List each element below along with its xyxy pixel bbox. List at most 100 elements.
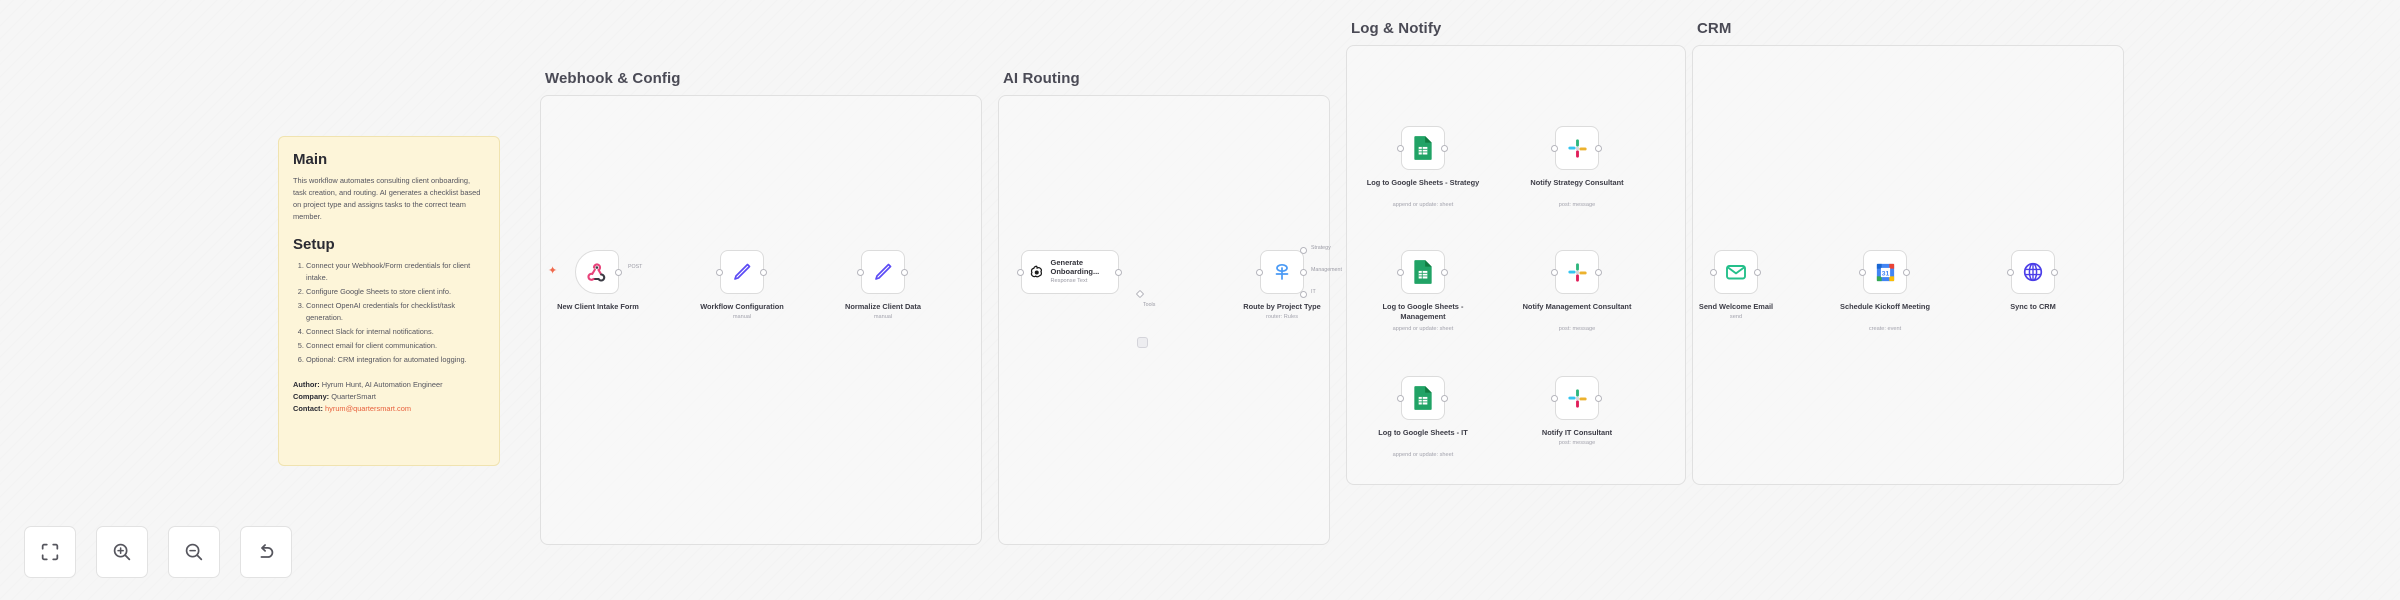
node-label-notify-it-consultant: Notify IT Consultant (1541, 428, 1613, 437)
author-label: Author: (293, 379, 320, 389)
node-label-send-welcome-email: Send Welcome Email (1698, 302, 1774, 311)
port-switch-out-management[interactable] (1300, 268, 1307, 276)
port-crm-out[interactable] (2051, 268, 2058, 276)
zoom-out-button[interactable] (168, 526, 220, 578)
port-calendar-out[interactable] (1903, 268, 1910, 276)
port-calendar-in[interactable] (1859, 268, 1866, 276)
port-email-in[interactable] (1710, 268, 1717, 276)
port-switch-out-it[interactable] (1300, 290, 1307, 298)
slack-icon (1567, 388, 1587, 408)
group-ai-routing[interactable]: AI Routing (998, 70, 1330, 545)
node-label-notify-management-consultant: Notify Management Consultant (1522, 302, 1632, 311)
group-webhook-config[interactable]: Webhook & Config (540, 70, 982, 545)
connection-edges (0, 0, 300, 150)
fit-screen-icon (41, 543, 59, 561)
node-notify-it-consultant[interactable] (1555, 376, 1599, 420)
node-log-to-google-sheets-management[interactable] (1401, 250, 1445, 294)
port-sheets-management-in[interactable] (1397, 268, 1404, 276)
port-sheets-strategy-out[interactable] (1441, 144, 1448, 152)
edge-label-it: IT (1311, 289, 1316, 295)
setup-step: Optional: CRM integration for automated … (306, 354, 485, 366)
node-label-normalize-client-data: Normalize Client Data (845, 302, 921, 311)
webhook-icon (587, 263, 606, 282)
node-sublabel-schedule-kickoff-meeting: create: event (1868, 326, 1902, 332)
canvas-zoom-toolbar[interactable] (24, 526, 292, 578)
port-openai-tools-add[interactable] (1136, 337, 1148, 348)
openai-icon (1030, 265, 1043, 277)
port-config-out[interactable] (760, 268, 767, 276)
node-label-new-client-intake-form: New Client Intake Form (557, 302, 639, 311)
port-slack-it-in[interactable] (1551, 394, 1558, 402)
group-title-ai-routing: AI Routing (1003, 70, 1080, 87)
node-inline-text: Generate Onboarding... Response Text (1051, 259, 1113, 284)
port-sheets-management-out[interactable] (1441, 268, 1448, 276)
setup-step: Configure Google Sheets to store client … (306, 286, 485, 298)
node-sublabel-route-by-project-type: router: Rules (1265, 314, 1299, 320)
node-new-client-intake-form[interactable] (575, 250, 619, 294)
node-label-route-by-project-type: Route by Project Type (1243, 302, 1321, 311)
sticky-main-text: This workflow automates consulting clien… (293, 176, 481, 221)
node-workflow-configuration[interactable] (720, 250, 764, 294)
port-crm-in[interactable] (2007, 268, 2014, 276)
setup-step: Connect email for client communication. (306, 340, 485, 352)
port-intake-out[interactable] (615, 268, 622, 276)
contact-value[interactable]: hyrum@quartersmart.com (325, 403, 411, 413)
node-normalize-client-data[interactable] (861, 250, 905, 294)
port-normalize-out[interactable] (901, 268, 908, 276)
port-sheets-it-in[interactable] (1397, 394, 1404, 402)
node-label-log-to-google-sheets-management: Log to Google Sheets - Management (1382, 302, 1464, 321)
company-value: QuarterSmart (331, 391, 376, 401)
port-openai-in[interactable] (1017, 268, 1024, 276)
node-inline-subtitle: Response Text (1050, 278, 1088, 285)
svg-text:31: 31 (1881, 270, 1889, 277)
sticky-meta: Author: Hyrum Hunt, AI Automation Engine… (293, 379, 485, 415)
company-label: Company: (293, 391, 330, 401)
undo-arrow-icon (260, 544, 274, 558)
node-sync-to-crm[interactable] (2011, 250, 2055, 294)
reset-zoom-button[interactable] (240, 526, 292, 578)
node-notify-management-consultant[interactable] (1555, 250, 1599, 294)
node-label-log-to-google-sheets-strategy: Log to Google Sheets - Strategy (1366, 178, 1480, 187)
node-sublabel-notify-it-consultant: post: message (1558, 440, 1596, 446)
port-slack-it-out[interactable] (1595, 394, 1602, 402)
port-slack-strategy-in[interactable] (1551, 144, 1558, 152)
node-label-notify-strategy-consultant: Notify Strategy Consultant (1530, 178, 1624, 187)
group-log-notify[interactable]: Log & Notify (1346, 20, 1686, 485)
zoom-in-button[interactable] (96, 526, 148, 578)
fit-view-button[interactable] (24, 526, 76, 578)
port-sheets-it-out[interactable] (1441, 394, 1448, 402)
google-calendar-icon: 31 (1876, 263, 1894, 281)
node-sublabel-send-welcome-email: send (1729, 314, 1743, 320)
sticky-note[interactable]: Main This workflow automates consulting … (278, 136, 500, 466)
node-sublabel-notify-strategy-consultant: post: message (1558, 202, 1596, 208)
node-log-to-google-sheets-strategy[interactable] (1401, 126, 1445, 170)
edit-pencil-icon (734, 263, 751, 280)
port-email-out[interactable] (1754, 268, 1761, 276)
port-normalize-in[interactable] (857, 268, 864, 276)
edge-label-tools: Tools (1143, 302, 1156, 308)
port-switch-in[interactable] (1256, 268, 1263, 276)
port-config-in[interactable] (716, 268, 723, 276)
sticky-setup-heading: Setup (293, 235, 335, 253)
node-generate-onboarding-checklist[interactable]: Generate Onboarding... Response Text (1021, 250, 1119, 294)
add-trigger-spark-icon[interactable]: ✦ (548, 265, 558, 277)
node-inline-title: Generate Onboarding... (1050, 258, 1100, 276)
node-notify-strategy-consultant[interactable] (1555, 126, 1599, 170)
port-openai-out[interactable] (1115, 268, 1122, 276)
port-slack-management-out[interactable] (1595, 268, 1602, 276)
port-sheets-strategy-in[interactable] (1397, 144, 1404, 152)
port-slack-strategy-out[interactable] (1595, 144, 1602, 152)
port-slack-management-in[interactable] (1551, 268, 1558, 276)
node-send-welcome-email[interactable] (1714, 250, 1758, 294)
node-route-by-project-type[interactable] (1260, 250, 1304, 294)
setup-step: Connect OpenAI credentials for checklist… (306, 300, 485, 324)
node-sublabel-normalize-client-data: manual (873, 314, 893, 320)
node-log-to-google-sheets-it[interactable] (1401, 376, 1445, 420)
node-schedule-kickoff-meeting[interactable]: 31 (1863, 250, 1907, 294)
port-switch-out-strategy[interactable] (1300, 246, 1307, 254)
edit-pencil-icon (875, 263, 892, 280)
node-label-sync-to-crm: Sync to CRM (2010, 302, 2056, 311)
edge-label-strategy: Strategy (1311, 245, 1331, 251)
sticky-setup-list: Connect your Webhook/Form credentials fo… (306, 260, 485, 366)
